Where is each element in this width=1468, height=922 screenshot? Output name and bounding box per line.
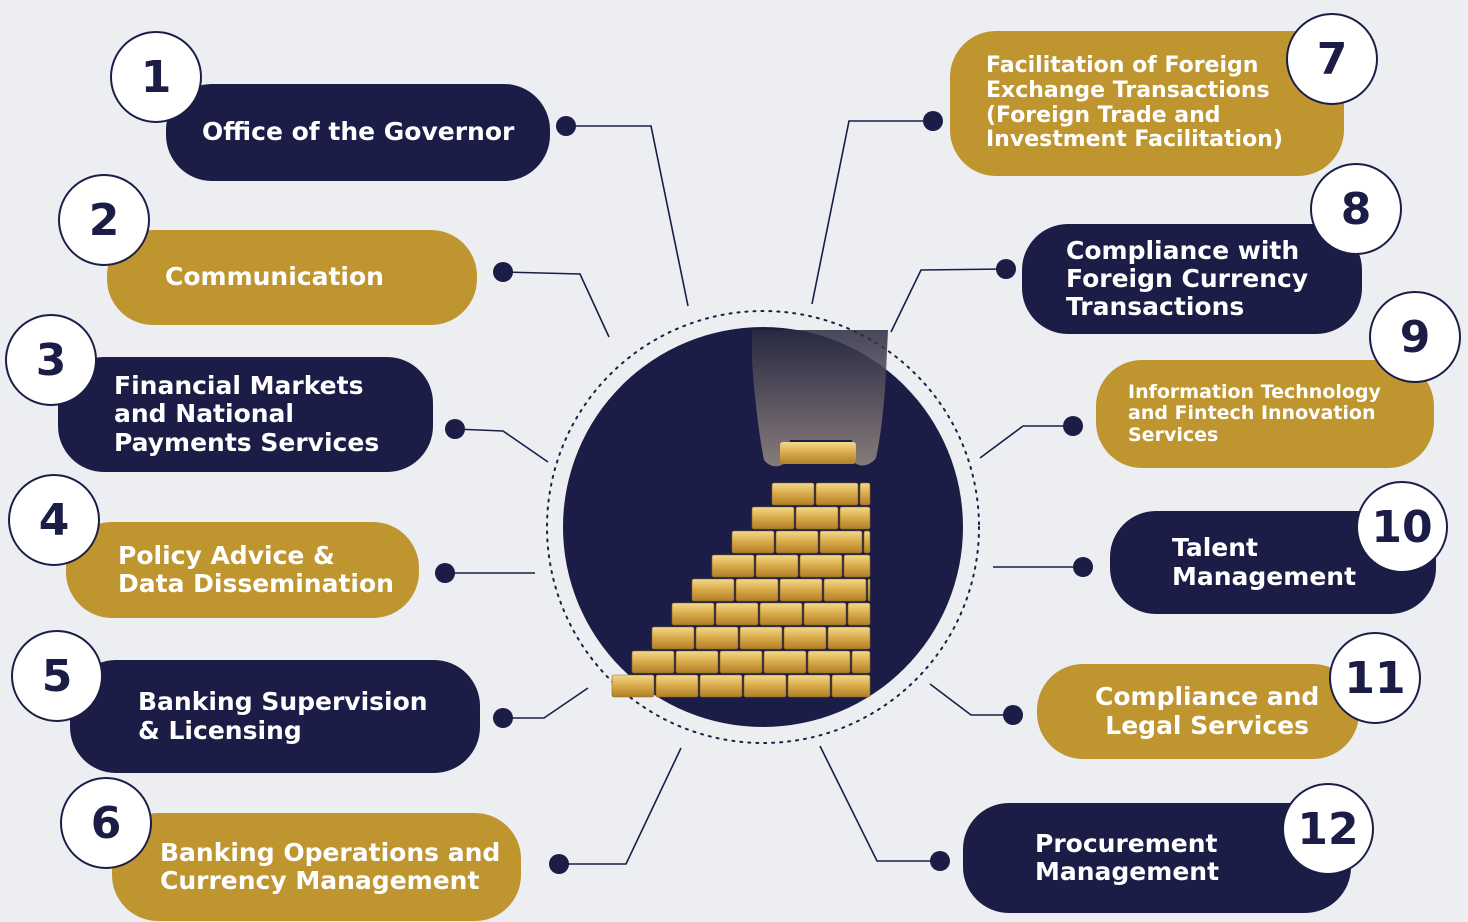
item-3-pill: Financial Markets and National Payments … <box>58 357 433 472</box>
item-2-pill: Communication <box>107 230 477 325</box>
connector-dot-6 <box>549 854 569 874</box>
connector-dot-10 <box>1073 557 1093 577</box>
connector-dot-4 <box>435 563 455 583</box>
connector-dot-11 <box>1003 705 1023 725</box>
connector-line-12 <box>819 745 940 862</box>
item-3-label: Financial Markets and National Payments … <box>114 371 380 457</box>
connector-dot-7 <box>923 111 943 131</box>
connector-line-11 <box>929 683 1013 716</box>
item-2-label: Communication <box>165 262 384 292</box>
item-1-label: Office of the Governor <box>202 117 515 147</box>
item-4-number-badge: 4 <box>8 474 100 566</box>
item-4-pill: Policy Advice & Data Dissemination <box>66 522 419 618</box>
connector-line-8 <box>890 268 1007 333</box>
item-5-label: Banking Supervision & Licensing <box>138 687 428 745</box>
item-11-label: Compliance and Legal Services <box>1095 682 1320 740</box>
connector-line-9 <box>979 425 1073 459</box>
connector-dot-2 <box>493 262 513 282</box>
item-10-number-badge: 10 <box>1356 481 1448 573</box>
item-5-pill: Banking Supervision & Licensing <box>70 660 480 773</box>
item-11-pill: Compliance and Legal Services <box>1037 664 1359 759</box>
item-4-label: Policy Advice & Data Dissemination <box>118 540 394 598</box>
item-9-label: Information Technology and Fintech Innov… <box>1128 380 1381 446</box>
item-8-pill: Compliance with Foreign Currency Transac… <box>1022 224 1362 334</box>
connector-line-1 <box>566 125 689 307</box>
item-9-pill: Information Technology and Fintech Innov… <box>1096 360 1434 468</box>
connector-dot-9 <box>1063 416 1083 436</box>
item-6-pill: Banking Operations and Currency Manageme… <box>112 813 521 921</box>
item-12-pill: Procurement Management <box>963 803 1351 913</box>
connector-line-5 <box>503 687 589 719</box>
connector-line-3 <box>454 428 549 463</box>
item-7-pill: Facilitation of Foreign Exchange Transac… <box>950 31 1344 176</box>
item-1-number-badge: 1 <box>110 31 202 123</box>
item-1-pill: Office of the Governor <box>166 84 550 181</box>
connector-dot-12 <box>930 851 950 871</box>
item-2-number-badge: 2 <box>58 174 150 266</box>
item-12-label: Procurement Management <box>1035 828 1220 886</box>
connector-line-6 <box>559 747 682 865</box>
connector-dot-5 <box>493 708 513 728</box>
item-11-number-badge: 11 <box>1329 632 1421 724</box>
item-3-number-badge: 3 <box>5 314 97 406</box>
item-8-label: Compliance with Foreign Currency Transac… <box>1066 235 1309 322</box>
connector-line-7 <box>811 120 933 305</box>
item-7-number-badge: 7 <box>1286 13 1378 105</box>
item-7-label: Facilitation of Foreign Exchange Transac… <box>986 52 1283 153</box>
item-8-number-badge: 8 <box>1310 163 1402 255</box>
connector-dot-8 <box>996 259 1016 279</box>
item-6-label: Banking Operations and Currency Manageme… <box>160 837 501 895</box>
item-6-number-badge: 6 <box>60 777 152 869</box>
connector-dot-3 <box>445 419 465 439</box>
item-10-label: Talent Management <box>1172 533 1357 591</box>
item-5-number-badge: 5 <box>11 630 103 722</box>
item-9-number-badge: 9 <box>1369 291 1461 383</box>
item-12-number-badge: 12 <box>1282 783 1374 875</box>
connector-dot-1 <box>556 116 576 136</box>
connector-line-2 <box>502 271 610 338</box>
